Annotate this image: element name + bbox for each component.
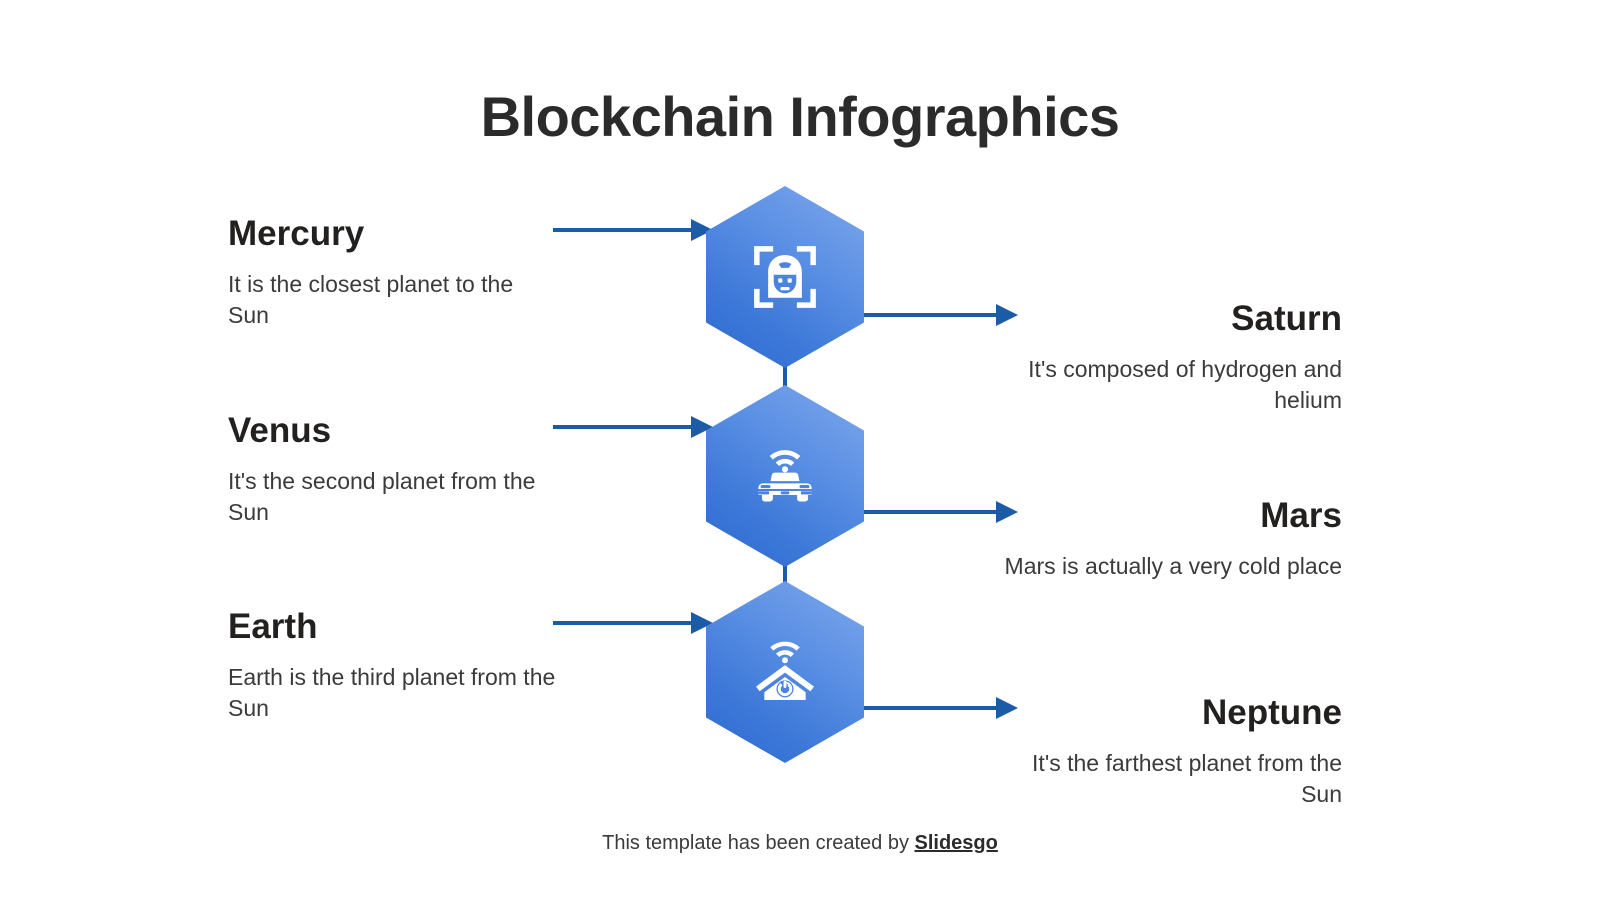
entry-body: Mars is actually a very cold place: [1004, 552, 1342, 579]
entry-saturn: Saturn It's composed of hydrogen and hel…: [1002, 299, 1342, 416]
arrow-head-icon: [996, 501, 1018, 523]
entry-body: It is the closest planet to the Sun: [228, 270, 514, 328]
arrow-mercury-to-hex1: [553, 219, 713, 241]
arrow-hex3-to-neptune: [858, 697, 1018, 719]
arrow-head-icon: [996, 304, 1018, 326]
hexagon-chain: [706, 186, 864, 766]
hexagon-node-2[interactable]: [706, 385, 864, 567]
arrow-head-icon: [996, 697, 1018, 719]
arrow-hex2-to-mars: [858, 501, 1018, 523]
slidesgo-link[interactable]: Slidesgo: [914, 832, 998, 854]
entry-earth: Earth Earth is the third planet from the…: [228, 607, 558, 724]
face-scan-icon: [754, 246, 816, 308]
arrow-hex1-to-saturn: [858, 304, 1018, 326]
entry-neptune: Neptune It's the farthest planet from th…: [1002, 693, 1342, 810]
entry-body: It's the farthest planet from the Sun: [1032, 749, 1342, 807]
hexagon-connector: [783, 366, 787, 387]
entry-venus: Venus It's the second planet from the Su…: [228, 411, 558, 528]
arrow-shaft: [858, 706, 997, 710]
entry-body: It's composed of hydrogen and helium: [1028, 355, 1342, 413]
footer-credit: This template has been created by Slides…: [0, 832, 1600, 855]
entry-mercury: Mercury It is the closest planet to the …: [228, 214, 558, 331]
footer-text: This template has been created by: [602, 832, 915, 854]
entry-heading: Earth: [228, 607, 318, 646]
arrow-shaft: [553, 621, 692, 625]
entry-heading: Mercury: [228, 214, 365, 253]
arrow-shaft: [858, 313, 997, 317]
arrow-shaft: [858, 510, 997, 514]
entry-body: Earth is the third planet from the Sun: [228, 663, 556, 721]
arrow-shaft: [553, 228, 692, 232]
page-title: Blockchain Infographics: [480, 85, 1120, 148]
hexagon-connector: [783, 562, 787, 583]
smart-car-icon: [758, 450, 812, 502]
arrow-venus-to-hex2: [553, 416, 713, 438]
arrow-shaft: [553, 425, 692, 429]
hexagon-node-1[interactable]: [706, 186, 864, 368]
entry-heading: Mars: [1260, 496, 1342, 535]
entry-heading: Venus: [228, 411, 332, 450]
hexagon-node-3[interactable]: [706, 581, 864, 763]
entry-heading: Saturn: [1231, 299, 1342, 338]
entry-body: It's the second planet from the Sun: [228, 467, 536, 525]
entry-mars: Mars Mars is actually a very cold place: [1002, 496, 1342, 582]
smart-home-icon: [756, 641, 814, 701]
entry-heading: Neptune: [1202, 693, 1342, 732]
arrow-earth-to-hex3: [553, 612, 713, 634]
